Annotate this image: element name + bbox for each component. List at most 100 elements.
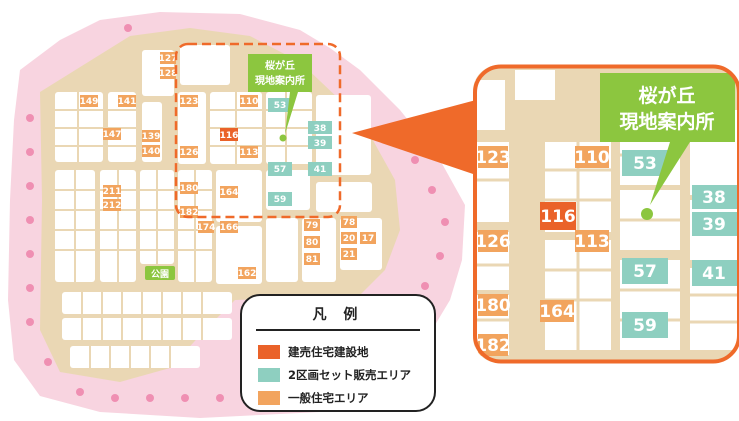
zoom-pointer xyxy=(352,100,476,175)
lot-116-label: 116 xyxy=(220,131,239,141)
lot-116 xyxy=(220,128,238,141)
lot-17-label: 17 xyxy=(362,234,375,244)
zoom-lot-markers: 123 110 53 38 39 116 126 113 57 41 xyxy=(475,146,739,356)
legend-swatch-set xyxy=(258,368,280,382)
site-office-label-large-line2: 現地案内所 xyxy=(619,110,714,133)
lot-174 xyxy=(198,221,214,233)
lot-78-label: 78 xyxy=(343,218,356,228)
legend-label-built: 建売住宅建設地 xyxy=(288,345,369,359)
lot-180 xyxy=(180,182,198,194)
legend-divider xyxy=(256,329,420,331)
zoom-lot-182 xyxy=(478,334,508,356)
lot-147 xyxy=(103,128,121,140)
lot-41 xyxy=(308,162,332,176)
lot-128 xyxy=(160,67,176,79)
lot-166 xyxy=(220,221,238,233)
site-office-callout-large xyxy=(600,73,735,205)
lot-113 xyxy=(240,146,258,158)
lot-110-label: 110 xyxy=(240,97,259,107)
lot-57 xyxy=(268,162,292,176)
zoom-lot-39 xyxy=(692,212,739,236)
zoom-selection-frame xyxy=(174,42,342,219)
lot-123 xyxy=(180,95,198,107)
lot-53 xyxy=(268,98,292,112)
lot-211-label: 211 xyxy=(103,187,122,197)
lot-140-label: 140 xyxy=(142,147,161,157)
lot-182-label: 182 xyxy=(180,208,199,218)
lot-113-label: 113 xyxy=(240,148,259,158)
lot-140 xyxy=(142,145,160,157)
lot-57-label: 57 xyxy=(274,165,287,175)
zoom-lot-182-label: 182 xyxy=(475,336,511,356)
zoom-lot-116-label: 116 xyxy=(540,207,576,227)
zoom-lot-53-label: 53 xyxy=(633,154,657,174)
lot-141 xyxy=(118,95,136,107)
lot-21 xyxy=(341,248,357,260)
zoom-lot-41 xyxy=(692,260,739,286)
legend-item-general: 一般住宅エリア xyxy=(258,390,369,406)
legend-title: 凡 例 xyxy=(312,307,364,323)
lot-162 xyxy=(238,267,256,279)
lot-149 xyxy=(80,95,98,107)
legend-item-set: 2区画セット販売エリア xyxy=(258,367,411,383)
zoom-lot-38-label: 38 xyxy=(702,188,726,208)
zoom-lot-39-label: 39 xyxy=(702,215,726,235)
zoom-inset: 123 110 53 38 39 116 126 113 57 41 xyxy=(473,64,739,364)
lot-127-label: 127 xyxy=(159,54,178,64)
lot-53-label: 53 xyxy=(274,101,287,111)
zoom-lot-53 xyxy=(622,150,668,176)
park-label: 公園 xyxy=(151,269,169,280)
site-office-dot-large xyxy=(641,208,653,220)
lot-21-label: 21 xyxy=(343,250,356,260)
legend-item-built: 建売住宅建設地 xyxy=(258,344,369,360)
lot-17 xyxy=(360,232,376,244)
zoom-lot-59-label: 59 xyxy=(633,316,657,336)
zoom-lot-57 xyxy=(622,258,668,284)
lot-139-label: 139 xyxy=(142,132,161,142)
lot-59 xyxy=(268,192,292,206)
lot-174-label: 174 xyxy=(197,223,216,233)
zoom-lot-113 xyxy=(575,230,609,252)
lot-212 xyxy=(103,199,121,211)
site-office-dot-small xyxy=(279,134,287,142)
zoom-lot-126-label: 126 xyxy=(475,232,511,252)
lot-211 xyxy=(103,185,121,197)
legend-label-general: 一般住宅エリア xyxy=(288,391,369,405)
zoom-lot-57-label: 57 xyxy=(633,262,657,282)
legend-swatch-built xyxy=(258,345,280,359)
lot-markers: 127 128 149 141 123 110 53 147 139 140 1… xyxy=(80,52,376,279)
zoom-lot-123 xyxy=(478,146,508,168)
lot-79-label: 79 xyxy=(306,221,319,231)
lot-166-label: 166 xyxy=(220,223,239,233)
lot-212-label: 212 xyxy=(103,201,122,211)
site-office-label-small-line1: 桜が丘 xyxy=(265,59,295,72)
zoom-lot-164 xyxy=(540,300,574,322)
zoom-lot-180 xyxy=(478,294,508,316)
zoom-lot-116 xyxy=(540,202,576,230)
zoom-lot-113-label: 113 xyxy=(574,232,610,252)
legend-swatch-general xyxy=(258,391,280,405)
lot-182 xyxy=(180,206,198,218)
lot-39-label: 39 xyxy=(314,139,327,149)
lot-149-label: 149 xyxy=(80,97,99,107)
zoom-lot-164-label: 164 xyxy=(539,302,575,322)
legend-label-set: 2区画セット販売エリア xyxy=(288,368,412,382)
site-office-label-small-line2: 現地案内所 xyxy=(255,74,305,87)
zoom-lot-123-label: 123 xyxy=(475,148,511,168)
lot-180-label: 180 xyxy=(180,184,199,194)
zoom-lot-59 xyxy=(622,312,668,338)
site-office-label-large-line1: 桜が丘 xyxy=(638,84,695,107)
lot-139 xyxy=(142,130,160,142)
lot-162-label: 162 xyxy=(238,269,257,279)
lot-38 xyxy=(308,121,332,134)
lot-59-label: 59 xyxy=(274,195,287,205)
lot-80-label: 80 xyxy=(306,238,319,248)
lot-41-label: 41 xyxy=(314,165,327,175)
lot-127 xyxy=(160,52,176,64)
site-office-callout-small xyxy=(248,54,312,134)
lot-78 xyxy=(341,216,357,228)
lot-147-label: 147 xyxy=(103,130,122,140)
lot-81 xyxy=(304,253,320,265)
lot-81-label: 81 xyxy=(306,255,319,265)
